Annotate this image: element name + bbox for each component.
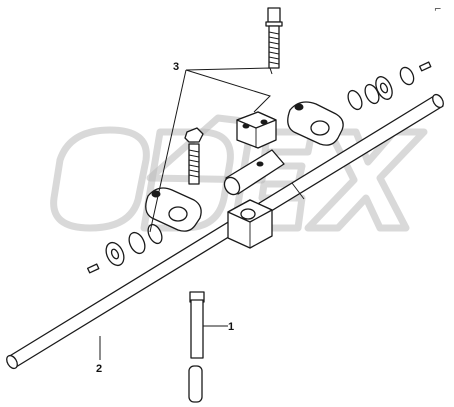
upper-support-bracket (236, 111, 277, 149)
callout-2: 2 (96, 363, 102, 375)
central-tube (223, 149, 285, 196)
right-washer-stack (347, 66, 415, 111)
callout-3: 3 (173, 61, 179, 73)
right-end-pin (418, 61, 432, 72)
watermark (50, 114, 428, 232)
push-rod (188, 291, 205, 403)
callout-leaders (99, 67, 273, 360)
corner-mark: ⌐ (434, 5, 442, 15)
watermark-letter-o (50, 126, 150, 232)
left-washer-stack (105, 223, 163, 267)
leader-3-c (149, 69, 187, 233)
callout-1: 1 (228, 321, 234, 333)
adjusting-screw (184, 127, 204, 185)
right-rocker-arm (287, 101, 344, 146)
rocker-shaft (6, 93, 444, 370)
watermark-letter-x (304, 128, 428, 232)
leader-3-b (185, 69, 271, 113)
leader-3-a (185, 67, 273, 75)
left-rocker-arm (145, 187, 202, 232)
lower-support-bracket (227, 199, 273, 249)
top-bolt (265, 7, 283, 69)
left-end-pin (86, 263, 100, 274)
